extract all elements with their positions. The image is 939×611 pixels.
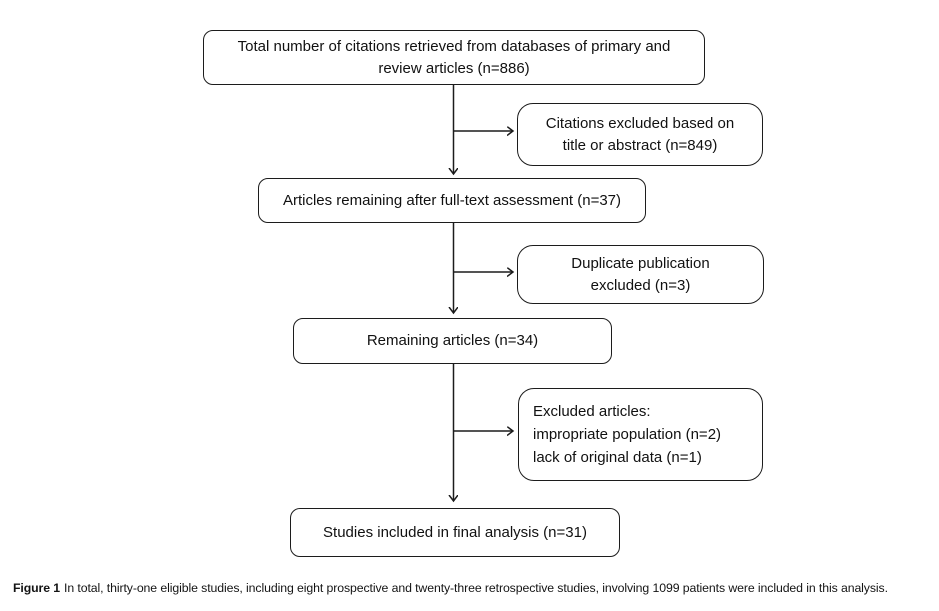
node-excluded-articles-line3: lack of original data (n=1): [533, 449, 702, 467]
node-excluded-articles-line1: Excluded articles:: [533, 402, 651, 420]
figure-caption-label: Figure 1: [13, 581, 61, 595]
node-duplicate-excluded-label: Duplicate publication excluded (n=3): [571, 254, 710, 294]
node-fulltext-remaining: Articles remaining after full-text asses…: [258, 178, 646, 223]
node-fulltext-remaining-label: Articles remaining after full-text asses…: [282, 191, 622, 209]
node-excluded-articles-line2: impropriate population (n=2): [533, 425, 722, 443]
node-total-citations: Total number of citations retrieved from…: [203, 30, 705, 85]
node-remaining-articles: Remaining articles (n=34): [293, 318, 612, 364]
node-citations-excluded: Citations excluded based on title or abs…: [517, 103, 763, 166]
node-total-citations-label: Total number of citations retrieved from…: [237, 37, 671, 77]
node-final-analysis: Studies included in final analysis (n=31…: [290, 508, 620, 557]
node-final-analysis-label: Studies included in final analysis (n=31…: [323, 523, 587, 541]
node-duplicate-excluded: Duplicate publication excluded (n=3): [517, 245, 764, 304]
node-citations-excluded-label: Citations excluded based on title or abs…: [545, 114, 735, 154]
figure-caption-text: In total, thirty-one eligible studies, i…: [64, 581, 888, 595]
node-remaining-articles-label: Remaining articles (n=34): [366, 332, 539, 350]
node-excluded-articles: Excluded articles: impropriate populatio…: [518, 388, 763, 481]
